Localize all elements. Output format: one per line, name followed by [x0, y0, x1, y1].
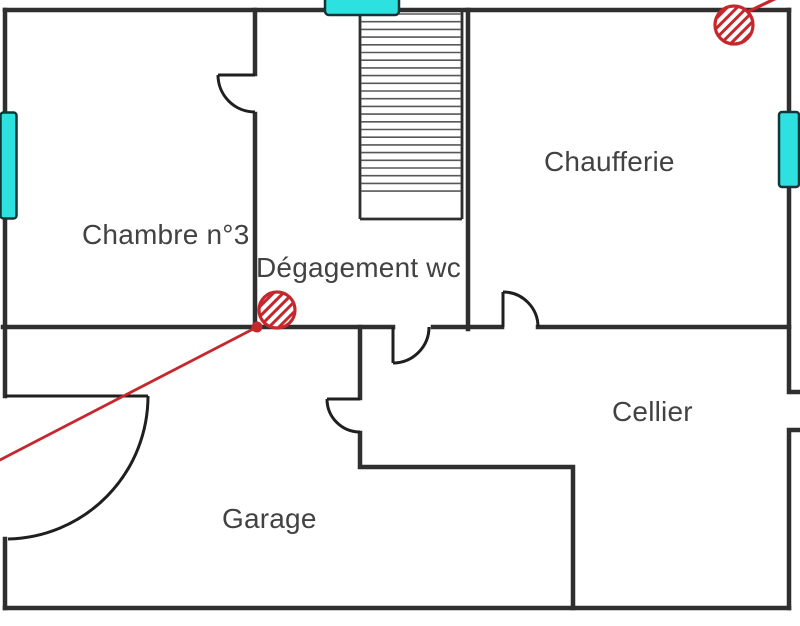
interior-walls [0, 7, 792, 611]
stair-treads [361, 13, 461, 192]
window-left-icon [0, 111, 18, 220]
red-annotation-dot [251, 321, 263, 333]
room-label-chambre-n3: Chambre n°3 [82, 219, 250, 250]
exterior-walls [2, 7, 800, 611]
wall-garage-cellier [357, 324, 576, 611]
red-annotation-line [0, 325, 258, 462]
wall-right-lower [786, 427, 800, 611]
door-chambre [216, 73, 256, 114]
room-label-chaufferie: Chaufferie [544, 146, 675, 177]
staircase [358, 10, 464, 221]
red-hatched-marker-top-right-icon [713, 4, 755, 46]
red-hatched-marker-degagement-icon [257, 290, 297, 330]
room-label-garage: Garage [222, 503, 317, 534]
wall-right-upper [786, 7, 800, 395]
room-label-cellier: Cellier [612, 396, 693, 427]
room-label-degagement-wc: Dégagement wc [256, 252, 461, 283]
window-right-icon [777, 110, 800, 189]
door-wc [391, 326, 431, 365]
door-garage-entry [5, 394, 150, 541]
annotations [0, 0, 777, 462]
windows [0, 0, 800, 220]
doors [5, 73, 540, 541]
door-chaufferie-cellier [501, 290, 540, 328]
window-top-icon [323, 0, 401, 17]
door-cellier [325, 397, 361, 434]
